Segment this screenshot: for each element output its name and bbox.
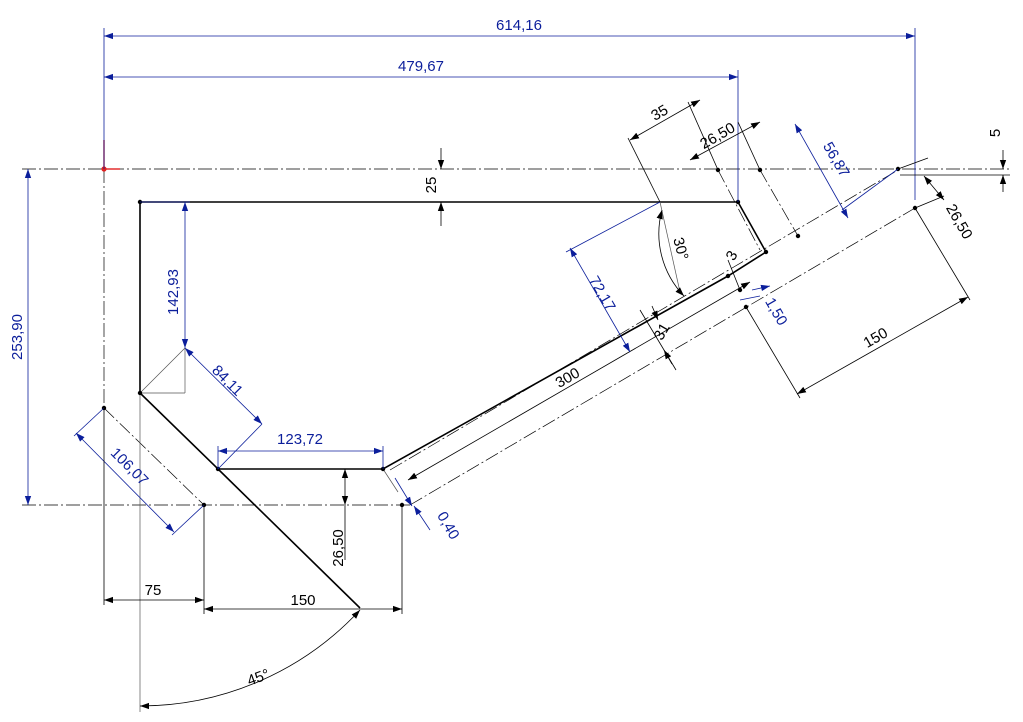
dim-72-17-label: 72,17 (585, 273, 618, 314)
dim-overall-width-label: 614,16 (496, 17, 542, 34)
dim-300-label: 300 (553, 364, 583, 391)
dim-bottom-offset-label: 26,50 (330, 529, 347, 567)
dim-56-87-label: 56,87 (819, 139, 852, 180)
chamfer-extension-line (217, 468, 361, 609)
dim-26-50-top-label: 26,50 (697, 119, 738, 152)
dim-top-width[interactable]: 479,67 (104, 58, 739, 202)
dim-26-50-right-label: 26,50 (942, 201, 975, 242)
dim-150-right-label: 150 (861, 324, 891, 351)
slot-centerline-b (759, 169, 799, 237)
dim-overall-width[interactable]: 614,16 (103, 17, 916, 200)
dim-total-height[interactable]: 253,90 (9, 169, 32, 505)
offset-centerline-outer (409, 207, 916, 506)
dim-diagonal-offset-label: 106,07 (107, 445, 151, 489)
dim-31[interactable]: 31 (639, 305, 677, 371)
dim-total-height-label: 253,90 (9, 314, 26, 360)
offset-centerline-mid (389, 169, 899, 471)
dim-35-label: 35 (648, 102, 671, 125)
dim-left-height-label: 142,93 (165, 269, 182, 315)
dim-top-width-label: 479,67 (398, 58, 444, 75)
dim-56-87[interactable]: 56,87 (794, 123, 899, 219)
dim-3-label: 3 (723, 248, 742, 264)
dim-angle-30[interactable]: 30° (656, 209, 692, 297)
sketch-points (101, 166, 918, 508)
dim-75-label: 75 (145, 582, 162, 599)
dim-150-bottom[interactable]: 150 (204, 505, 403, 614)
dim-5-label: 5 (987, 129, 1004, 137)
dim-angle-30-label: 30° (669, 236, 691, 262)
dim-75[interactable]: 75 (103, 408, 205, 614)
slot-centerline-a (717, 169, 761, 251)
dim-25-label: 25 (423, 177, 440, 194)
dim-0-40[interactable]: 0,40 (394, 477, 463, 543)
dim-5[interactable]: 5 (900, 129, 1010, 192)
dim-chamfer-length-label: 84,11 (208, 362, 246, 400)
dim-31-label: 31 (651, 320, 674, 343)
dim-bottom-length-label: 123,72 (277, 431, 323, 448)
dim-angle-45[interactable]: 45° (139, 609, 361, 710)
dim-26-50-top[interactable]: 26,50 (689, 119, 761, 171)
dim-1-50-label: 1,50 (761, 295, 790, 329)
dim-300[interactable]: 300 (407, 281, 751, 481)
dim-diagonal-offset[interactable]: 106,07 (73, 407, 205, 536)
dim-angle-45-label: 45° (245, 666, 272, 690)
dim-72-17[interactable]: 72,17 (565, 201, 661, 353)
dim-150-bottom-label: 150 (290, 592, 315, 609)
dim-left-height[interactable]: 142,93 (140, 201, 190, 348)
dim-bottom-length[interactable]: 123,72 (217, 431, 384, 469)
dim-25[interactable]: 25 (423, 148, 445, 226)
dim-0-40-label: 0,40 (433, 509, 462, 543)
part-outline (139, 201, 768, 609)
dim-26-50-right[interactable]: 26,50 (897, 157, 976, 242)
dim-bottom-offset[interactable]: 26,50 (330, 468, 383, 567)
